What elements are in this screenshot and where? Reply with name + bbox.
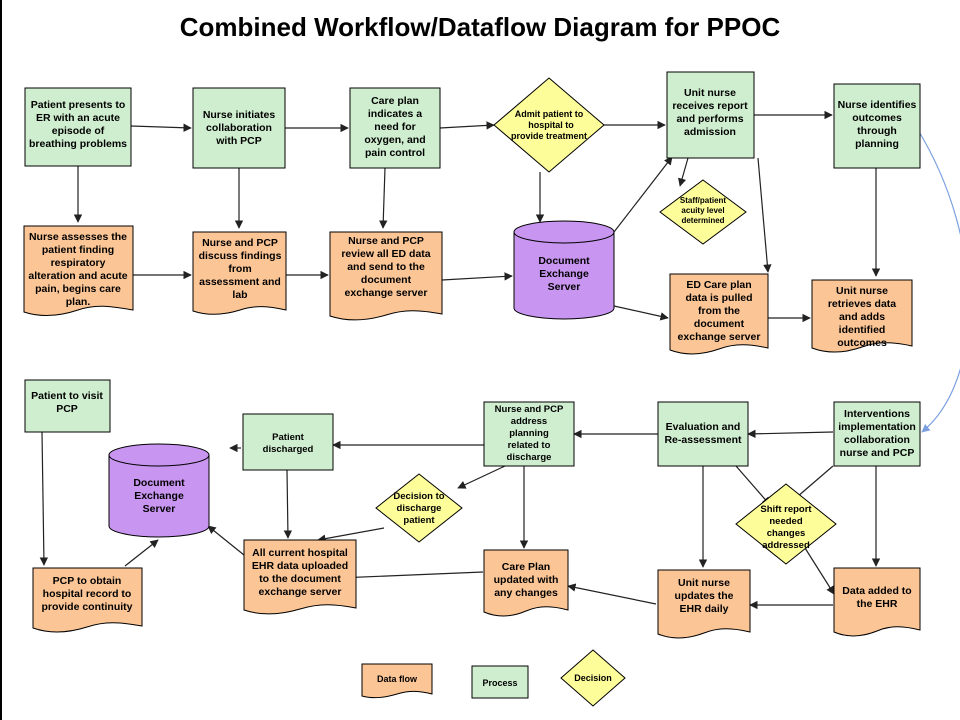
arrow-n26-n19 — [124, 539, 159, 567]
arrow-n22-n19 — [207, 525, 245, 556]
legend-process: Process — [471, 665, 529, 699]
legend: Data flow Process Decision — [361, 649, 626, 707]
left-frame-border — [0, 0, 2, 720]
arrow-n5-n12 — [757, 157, 772, 273]
arrow-n23-n22 — [337, 571, 484, 582]
arrow-n3-n4 — [439, 121, 495, 130]
legend-decision-label: Decision — [574, 673, 612, 683]
connectors — [39, 110, 960, 610]
arrow-n21-n25 — [804, 547, 835, 595]
diagram-title: Combined Workflow/Dataflow Diagram for P… — [179, 12, 781, 42]
arrow-n5-n11 — [678, 157, 689, 187]
arrow-n18-n17 — [747, 429, 834, 439]
arrow-n24-n23 — [567, 583, 657, 605]
arrow-n14-n26 — [39, 431, 49, 566]
arrow-n9-n10 — [441, 272, 513, 281]
legend-dataflow-label: Data flow — [377, 674, 418, 684]
legend-process-label: Process — [482, 678, 517, 688]
arrow-n15-n22 — [283, 469, 293, 539]
arrow-n10-n5 — [613, 156, 673, 233]
arrow-n3-n9 — [379, 167, 388, 229]
legend-dataflow: Data flow — [361, 663, 433, 699]
arrow-n17-n21 — [735, 465, 771, 506]
arrow-n20-n22 — [317, 527, 385, 543]
legend-decision: Decision — [560, 649, 626, 707]
arrow-n16-n20 — [457, 465, 506, 489]
arrow-n10-n12 — [613, 305, 669, 321]
loop-arrow-n6-n18 — [910, 121, 960, 433]
arrow-n1-n2 — [130, 123, 192, 132]
